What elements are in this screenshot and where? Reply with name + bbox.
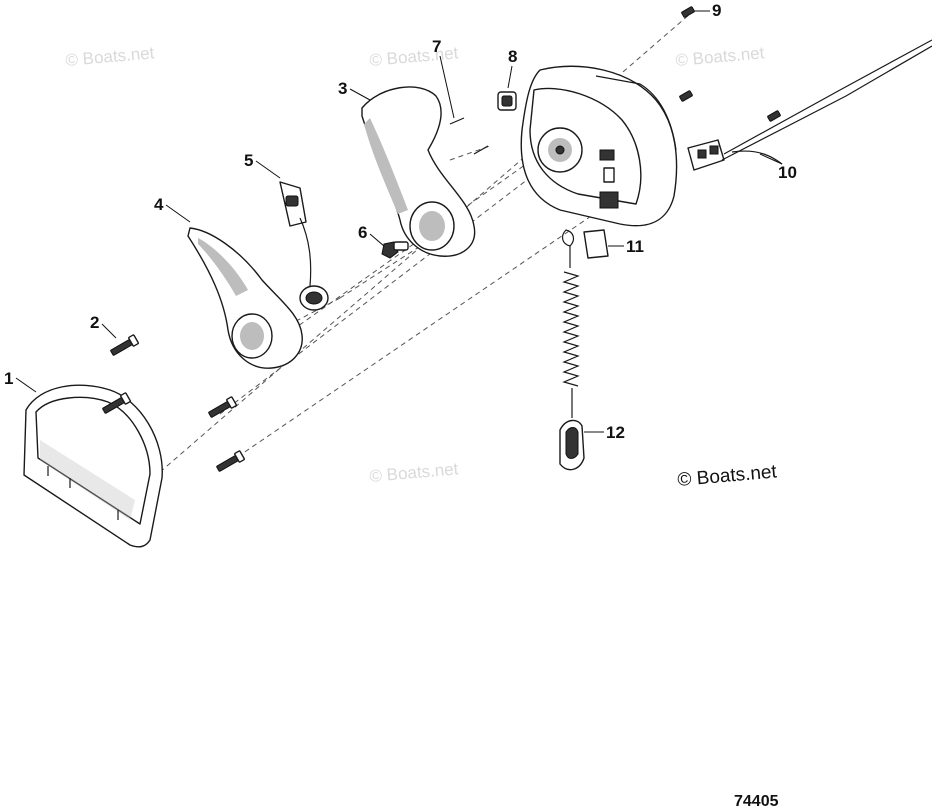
- callout-4: 4: [154, 195, 164, 214]
- part-9-screws: [679, 6, 781, 122]
- part-8-clip: [497, 91, 517, 111]
- part-5-switch-harness: [279, 181, 329, 311]
- callout-10: 10: [778, 163, 797, 182]
- part-12-lanyard: [559, 229, 585, 471]
- watermark-text: © Boats.net: [369, 43, 460, 70]
- leader-6: [369, 233, 385, 247]
- watermark-text: © Boats.net: [369, 459, 460, 486]
- callout-5: 5: [244, 151, 253, 170]
- callout-8: 8: [508, 47, 517, 66]
- leader-4: [165, 204, 191, 223]
- watermark-text: © Boats.net: [65, 43, 156, 70]
- leader-1: [15, 377, 37, 393]
- callouts: 1 2 3 4 5 6 7 8 9 10 11 12: [4, 1, 797, 442]
- watermark-main: © Boats.net: [677, 461, 779, 491]
- part-11-clip: [583, 229, 609, 259]
- callout-7: 7: [432, 37, 441, 56]
- leader-3: [349, 88, 371, 101]
- control-housing: [520, 65, 678, 227]
- figure-number: 74405: [734, 793, 779, 808]
- callout-1: 1: [4, 369, 13, 388]
- part-1-bezel: [23, 384, 163, 548]
- watermark-text: © Boats.net: [675, 43, 766, 70]
- leader-8: [507, 65, 513, 89]
- callout-12: 12: [606, 423, 625, 442]
- leader-10: [759, 153, 783, 165]
- callout-9: 9: [712, 1, 721, 20]
- part-4-handle: [187, 227, 303, 369]
- part-10-connector-harness: [687, 39, 932, 171]
- leader-2: [101, 323, 117, 339]
- part-7-pins: [449, 117, 489, 155]
- callout-6: 6: [358, 223, 367, 242]
- leader-5: [255, 160, 281, 179]
- part-2-screws: [102, 334, 245, 472]
- leader-7: [439, 55, 455, 119]
- callout-11: 11: [626, 237, 644, 256]
- part-3-throttle-handle: [361, 86, 476, 257]
- part-6-bolt: [381, 241, 409, 259]
- callout-3: 3: [338, 79, 347, 98]
- callout-2: 2: [90, 313, 99, 332]
